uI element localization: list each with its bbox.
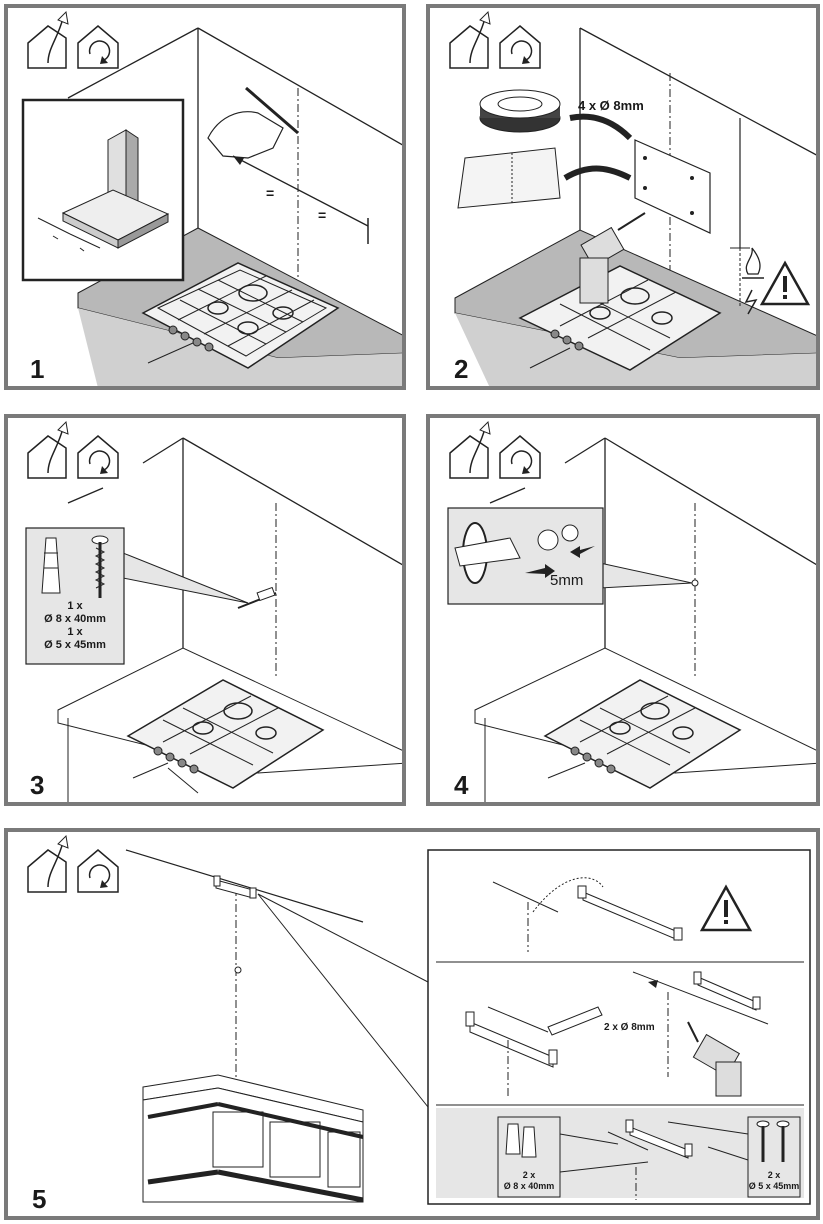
screw-qty: 2 x xyxy=(767,1170,781,1180)
warning-icon xyxy=(759,260,811,306)
screw-qty: 1 x xyxy=(67,626,83,638)
recirculation-icon xyxy=(77,435,119,479)
holes-label: 4 x Ø 8mm xyxy=(578,98,644,113)
recirculation-icon xyxy=(499,435,541,479)
step-2-panel: 4 x Ø 8mm xyxy=(426,4,820,390)
wall-plug-and-screw xyxy=(237,586,277,609)
svg-text:=: = xyxy=(266,185,274,201)
hob xyxy=(543,679,742,789)
step-number: 4 xyxy=(454,770,469,800)
hob-underside xyxy=(142,1074,364,1203)
recirculation-icon xyxy=(499,25,541,69)
bracket-detail xyxy=(577,885,683,941)
step-1-illustration: = = xyxy=(21,10,402,386)
flame-icon xyxy=(742,247,764,279)
ducted-hood-icon xyxy=(449,10,491,69)
warning-icon xyxy=(699,884,753,932)
gap-label: 5mm xyxy=(550,572,583,589)
step-4-illustration: 5mm xyxy=(447,420,816,802)
step-5-panel: 2 x Ø 8mm xyxy=(4,828,820,1220)
hob xyxy=(126,679,325,789)
tape-roll xyxy=(479,89,561,133)
hood-inset xyxy=(37,129,170,252)
ducted-hood-icon xyxy=(27,10,69,69)
paper-sheet xyxy=(457,147,561,209)
screw-size: Ø 5 x 45mm xyxy=(44,639,106,651)
step-5-illustration: 2 x Ø 8mm xyxy=(27,834,811,1205)
step-3-illustration xyxy=(25,420,402,802)
svg-text:=: = xyxy=(318,207,326,223)
drill-template xyxy=(634,139,711,234)
step-number: 1 xyxy=(30,354,45,384)
drill-icon xyxy=(579,212,646,304)
plug-qty: 2 x xyxy=(522,1170,536,1180)
plug-icon xyxy=(505,1123,537,1158)
plug-icon xyxy=(41,537,61,594)
bracket-detail xyxy=(625,1119,693,1159)
step-2-illustration: 4 x Ø 8mm xyxy=(449,10,816,386)
plug-size: Ø 8 x 40mm xyxy=(503,1181,555,1191)
screw-icon xyxy=(756,1120,790,1162)
step-number: 3 xyxy=(30,770,45,800)
drill-label: 2 x Ø 8mm xyxy=(604,1022,655,1033)
screw-detail xyxy=(454,522,595,584)
drill-icon xyxy=(687,1021,742,1097)
step-1-panel: = = 1 xyxy=(4,4,406,390)
recirculation-icon xyxy=(77,849,119,893)
screw-icon xyxy=(91,535,109,598)
step-number: 5 xyxy=(32,1184,47,1214)
recirculation-icon xyxy=(77,25,119,69)
plug-qty: 1 x xyxy=(67,600,83,612)
ducted-hood-icon xyxy=(27,420,69,479)
hob xyxy=(141,262,340,369)
step-number: 2 xyxy=(454,354,469,384)
marking-hand xyxy=(207,86,299,159)
electric-icon xyxy=(744,289,758,315)
screw-size: Ø 5 x 45mm xyxy=(748,1181,800,1191)
step-3-panel: 1 x Ø 8 x 40mm 1 x Ø 5 x 45mm 3 xyxy=(4,414,406,806)
plug-size: Ø 8 x 40mm xyxy=(44,613,106,625)
ducted-hood-icon xyxy=(449,420,491,479)
ceiling-bracket xyxy=(213,875,257,899)
step-4-panel: 5mm 4 xyxy=(426,414,820,806)
bracket-with-pencil xyxy=(465,1006,603,1097)
ducted-hood-icon xyxy=(27,834,69,893)
bracket-detail xyxy=(693,971,761,1011)
